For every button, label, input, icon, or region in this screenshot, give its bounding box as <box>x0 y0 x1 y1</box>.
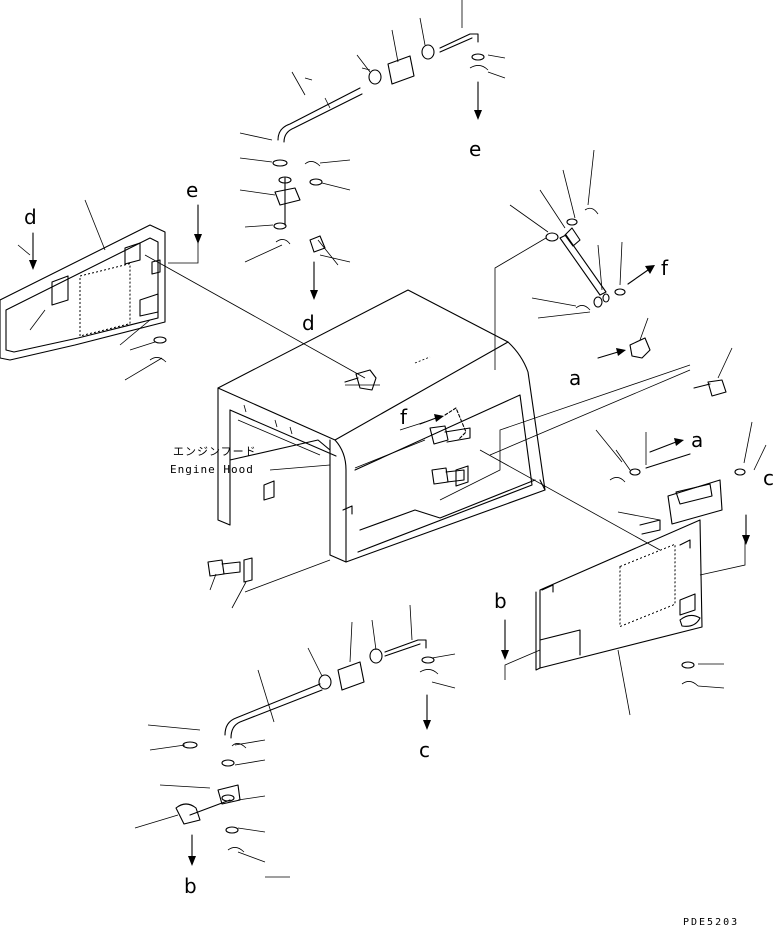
left-side-cover <box>0 224 166 361</box>
engine-hood-body <box>217 289 546 563</box>
upper-latch-assembly <box>272 159 326 253</box>
callout-c-lower: c <box>419 738 430 762</box>
right-side-cover <box>535 519 703 671</box>
hinge-plate-right <box>609 453 746 535</box>
lower-latch-assembly <box>175 741 247 853</box>
callout-d-left: d <box>24 205 37 229</box>
callout-e-left: e <box>186 178 198 202</box>
hood-bolt-front <box>429 425 471 445</box>
callout-b-lower: b <box>184 874 197 898</box>
leader-lines <box>17 0 767 878</box>
caption-english: Engine Hood <box>170 463 254 476</box>
washer-left-cover <box>149 336 167 363</box>
caption-japanese: エンジンフード <box>173 445 257 458</box>
upper-stay-rod <box>277 33 489 143</box>
callout-b-right: b <box>494 589 507 613</box>
hood-bolt-right <box>693 379 727 397</box>
callout-d-center: d <box>302 311 315 335</box>
callout-f-center: f <box>400 405 408 429</box>
hood-bolt-center <box>344 369 377 391</box>
hood-bolt-lower-left <box>207 557 253 583</box>
callout-f-right: f <box>661 256 669 280</box>
gas-spring <box>545 207 626 311</box>
lower-stay-rod <box>224 639 439 739</box>
callout-arrows <box>29 81 750 866</box>
callout-e-top: e <box>469 137 481 161</box>
washer-right-cover <box>681 661 699 687</box>
callout-a-right: a <box>691 428 703 452</box>
callout-a-center: a <box>569 366 581 390</box>
callout-c-right: c <box>763 466 774 490</box>
hood-bolt-mid <box>431 467 465 485</box>
hood-bracket-a <box>629 337 651 359</box>
drawing-code: PDE5203 <box>683 917 739 928</box>
